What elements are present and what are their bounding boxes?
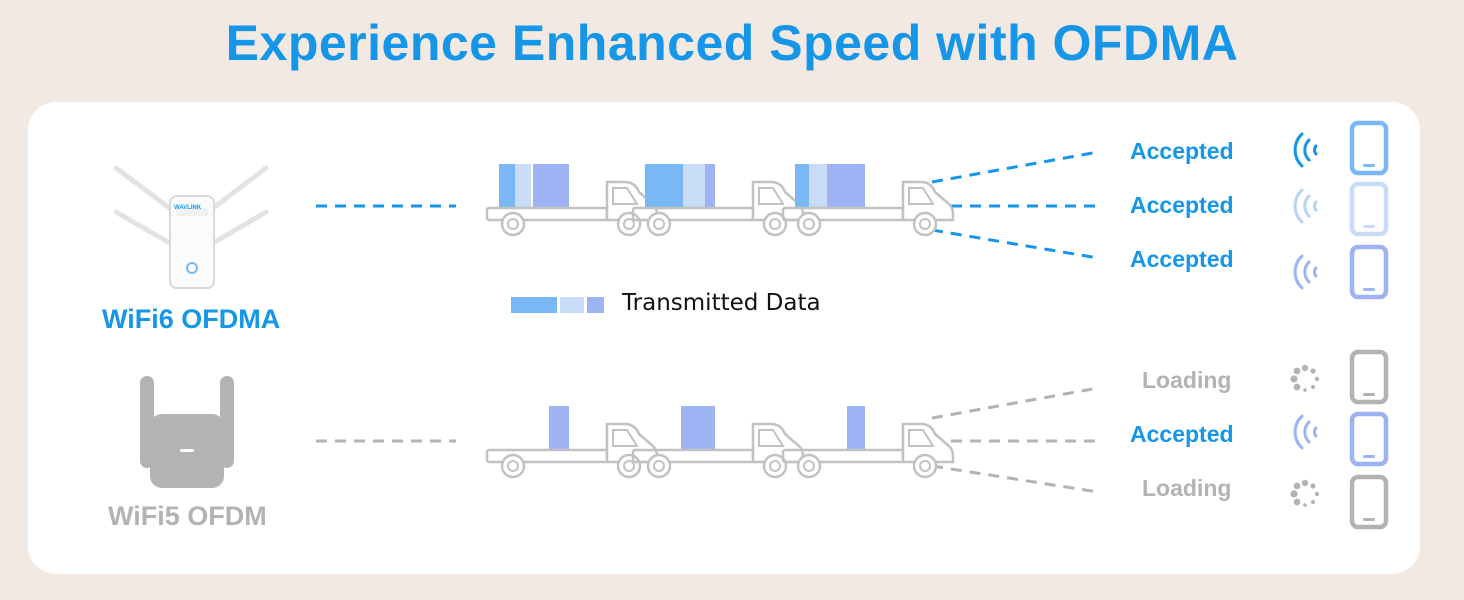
wifi5-client-1-status: Loading <box>1142 367 1232 393</box>
wifi6-client-3-status: Accepted <box>1130 246 1234 272</box>
loading-spinner-icon <box>1290 364 1320 392</box>
wifi-signal-icon <box>1293 414 1318 450</box>
phone-icon <box>1349 411 1389 467</box>
page-title: Experience Enhanced Speed with OFDMA <box>225 15 1239 71</box>
phone-icon <box>1349 474 1389 530</box>
wifi5-truck-2 <box>631 406 805 479</box>
wifi5-label: WiFi5 OFDM <box>108 501 267 531</box>
wifi5-link-lines <box>316 386 1099 494</box>
wifi-signal-icon <box>1293 254 1318 290</box>
wifi6-link-lines <box>316 150 1099 260</box>
diagram-panel <box>28 102 1420 574</box>
wifi-signal-icon <box>1293 132 1318 168</box>
router-logo: WAVLINK <box>174 205 202 211</box>
wifi6-router <box>113 165 269 289</box>
wifi5-truck-1 <box>485 406 659 479</box>
wifi5-router <box>140 376 234 488</box>
phone-icon <box>1349 244 1389 300</box>
wifi6-label: WiFi6 OFDMA <box>102 304 281 334</box>
loading-spinner-icon <box>1290 479 1320 507</box>
legend-label: Transmitted Data <box>622 290 821 316</box>
legend-swatch <box>511 297 604 313</box>
wifi6-truck-2 <box>631 164 805 237</box>
wifi5-client-2-status: Accepted <box>1130 421 1234 447</box>
wifi6-client-2-status: Accepted <box>1130 192 1234 218</box>
wifi6-truck-3 <box>781 164 955 237</box>
wifi6-client-1-status: Accepted <box>1130 138 1234 164</box>
phone-icon <box>1349 349 1389 405</box>
phone-icon <box>1349 120 1389 176</box>
wifi6-truck-1 <box>485 164 659 237</box>
wifi5-client-3-status: Loading <box>1142 475 1232 501</box>
wifi5-truck-3 <box>781 406 955 479</box>
wifi-signal-icon <box>1293 188 1318 224</box>
phone-icon <box>1349 181 1389 237</box>
